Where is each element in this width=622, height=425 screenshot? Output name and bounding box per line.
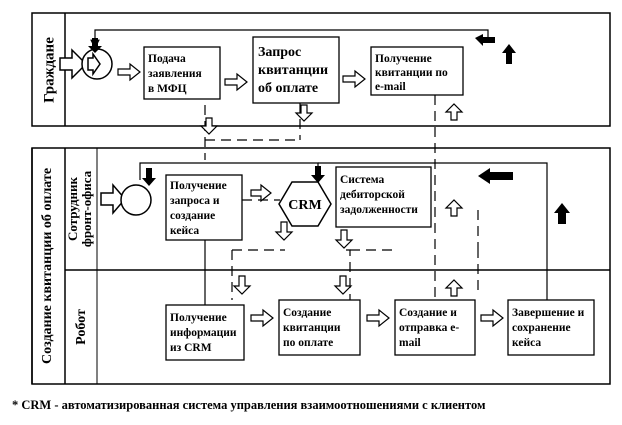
box-create-send-line: Создание и (399, 307, 457, 319)
box-get-info: Получение информации из CRM (165, 304, 245, 361)
box-debt-system-line: дебиторской (340, 189, 405, 201)
process-diagram: Граждане Создание квитанции об оплате Со… (31, 12, 611, 385)
svg-text:Запрос: Запрос (258, 45, 301, 60)
svg-text:в МФЦ: в МФЦ (148, 83, 187, 95)
svg-text:mail: mail (399, 337, 421, 349)
box-get-info-line: информации (170, 327, 237, 339)
svg-text:Завершение и: Завершение и (512, 307, 585, 319)
svg-text:квитанции: квитанции (258, 63, 328, 78)
box-submit-line: заявления (148, 68, 202, 80)
box-get-info-line: Получение (170, 312, 227, 324)
box-create-receipt-line: Создание (283, 307, 331, 319)
box-request-line: квитанции (258, 63, 328, 78)
lane-label-front-office-2: фронт-офиса (79, 170, 94, 247)
box-receive-request-line: кейса (170, 225, 199, 237)
lane-label-front-office-1: Сотрудник (65, 176, 80, 241)
crm-node: CRM (278, 181, 332, 227)
svg-text:Получение: Получение (170, 312, 227, 324)
svg-text:из CRM: из CRM (170, 342, 212, 354)
svg-text:кейса: кейса (512, 337, 541, 349)
box-finish: Завершение и сохранение кейса (507, 299, 595, 356)
box-create-receipt-line: по оплате (283, 337, 333, 349)
box-request: Запрос квитанции об оплате (252, 36, 340, 104)
box-submit-line: в МФЦ (148, 83, 187, 95)
svg-text:Получение: Получение (170, 180, 227, 192)
svg-text:квитанции: квитанции (283, 322, 341, 334)
svg-text:заявления: заявления (148, 68, 202, 80)
svg-text:квитанции по: квитанции по (375, 67, 448, 79)
lane-label-receipt-creation: Создание квитанции об оплате (40, 168, 55, 364)
svg-text:Система: Система (340, 174, 385, 186)
box-receive-request-line: запроса и (170, 195, 220, 207)
box-finish-line: Завершение и (512, 307, 585, 319)
crm-label: CRM (288, 198, 321, 213)
footnote: * CRM - автоматизированная система управ… (12, 398, 486, 412)
svg-text:отправка e-: отправка e- (399, 322, 459, 334)
box-debt-system: Система дебиторской задолженности (335, 166, 432, 228)
box-receive-request-line: Получение (170, 180, 227, 192)
start-event-front-office-icon (100, 182, 152, 216)
box-create-send: Создание и отправка e- mail (394, 299, 476, 356)
box-receive-request: Получение запроса и создание кейса (165, 174, 243, 241)
box-submit: Подача заявления в МФЦ (143, 46, 221, 100)
box-request-line: об оплате (258, 81, 318, 96)
solid-arrow-icons (88, 34, 570, 224)
lane-frame (31, 12, 611, 385)
box-debt-system-line: задолженности (340, 204, 418, 216)
svg-text:Создание и: Создание и (399, 307, 457, 319)
svg-text:информации: информации (170, 327, 237, 339)
box-receive-request-line: создание (170, 210, 215, 222)
svg-text:Подача: Подача (148, 53, 186, 65)
box-receive-email-line: Получение (375, 53, 432, 65)
box-create-send-line: mail (399, 337, 421, 349)
svg-text:дебиторской: дебиторской (340, 189, 405, 201)
box-finish-line: сохранение (512, 322, 571, 334)
svg-text:по оплате: по оплате (283, 337, 333, 349)
box-create-receipt: Создание квитанции по оплате (278, 299, 361, 356)
hollow-arrow-icons (117, 62, 504, 328)
svg-text:e-mail: e-mail (375, 81, 406, 93)
box-receive-email-line: квитанции по (375, 67, 448, 79)
box-finish-line: кейса (512, 337, 541, 349)
svg-text:создание: создание (170, 210, 215, 222)
svg-text:об оплате: об оплате (258, 81, 318, 96)
dashed-connectors (204, 95, 479, 310)
box-submit-line: Подача (148, 53, 186, 65)
svg-text:кейса: кейса (170, 225, 199, 237)
start-event-citizens-icon (59, 48, 113, 80)
box-debt-system-line: Система (340, 174, 385, 186)
box-create-send-line: отправка e- (399, 322, 459, 334)
box-create-receipt-line: квитанции (283, 322, 341, 334)
lane-label-robot: Робот (74, 309, 89, 345)
svg-text:сохранение: сохранение (512, 322, 571, 334)
svg-text:задолженности: задолженности (340, 204, 418, 216)
svg-text:Создание: Создание (283, 307, 331, 319)
svg-text:запроса и: запроса и (170, 195, 220, 207)
box-receive-email: Получение квитанции по e-mail (370, 46, 464, 96)
svg-text:Получение: Получение (375, 53, 432, 65)
box-request-line: Запрос (258, 45, 301, 60)
box-get-info-line: из CRM (170, 342, 212, 354)
lane-label-citizens: Граждане (41, 37, 57, 103)
box-receive-email-line: e-mail (375, 81, 406, 93)
